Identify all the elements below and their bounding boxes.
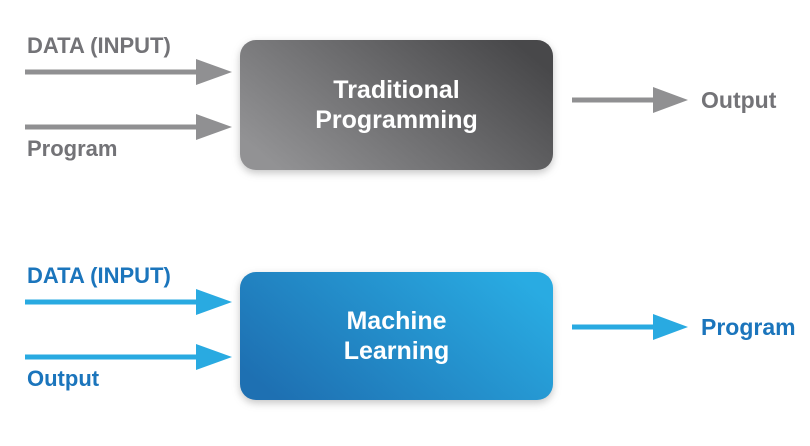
label-data-input-top: DATA (INPUT): [27, 33, 171, 58]
arrow-head-output-input: [196, 344, 232, 370]
arrow-head-program-input: [196, 114, 232, 140]
arrow-head-program-output: [653, 314, 688, 340]
arrow-head-data-input-top: [196, 59, 232, 85]
arrow-head-output: [653, 87, 688, 113]
label-output-input: Output: [27, 366, 100, 391]
machine-learning-title: Machine Learning: [343, 307, 450, 365]
diagram-machine-learning: [25, 272, 688, 400]
diagram-traditional: [25, 40, 688, 170]
machine-learning-box: [240, 272, 553, 400]
arrow-head-data-input-bottom: [196, 289, 232, 315]
label-data-input-bottom: DATA (INPUT): [27, 263, 171, 288]
label-program-result: Program: [701, 314, 796, 340]
label-program-input: Program: [27, 136, 118, 161]
label-output-result: Output: [701, 87, 777, 113]
traditional-programming-title: Traditional Programming: [315, 76, 478, 134]
traditional-programming-box: [240, 40, 553, 170]
